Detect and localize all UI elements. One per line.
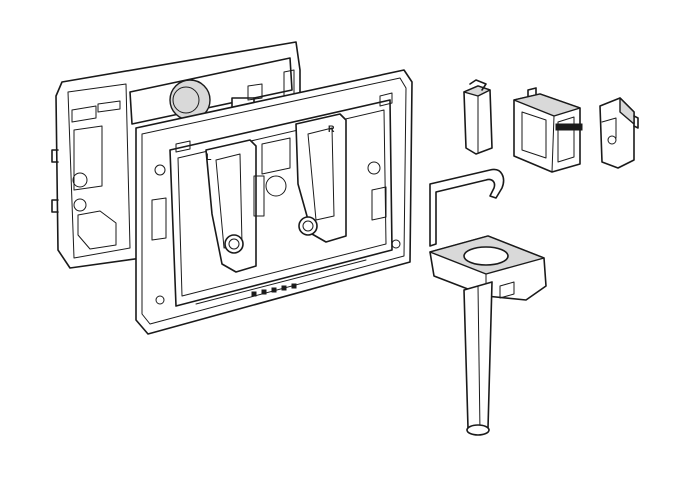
label-left: L [206,152,212,162]
front-actuator-frame: L R [135,69,413,335]
square-bracket [513,87,583,173]
angled-clip [599,97,639,169]
extension-rod-with-hook [429,168,547,436]
small-clip [463,79,493,155]
label-right: R [328,124,335,134]
